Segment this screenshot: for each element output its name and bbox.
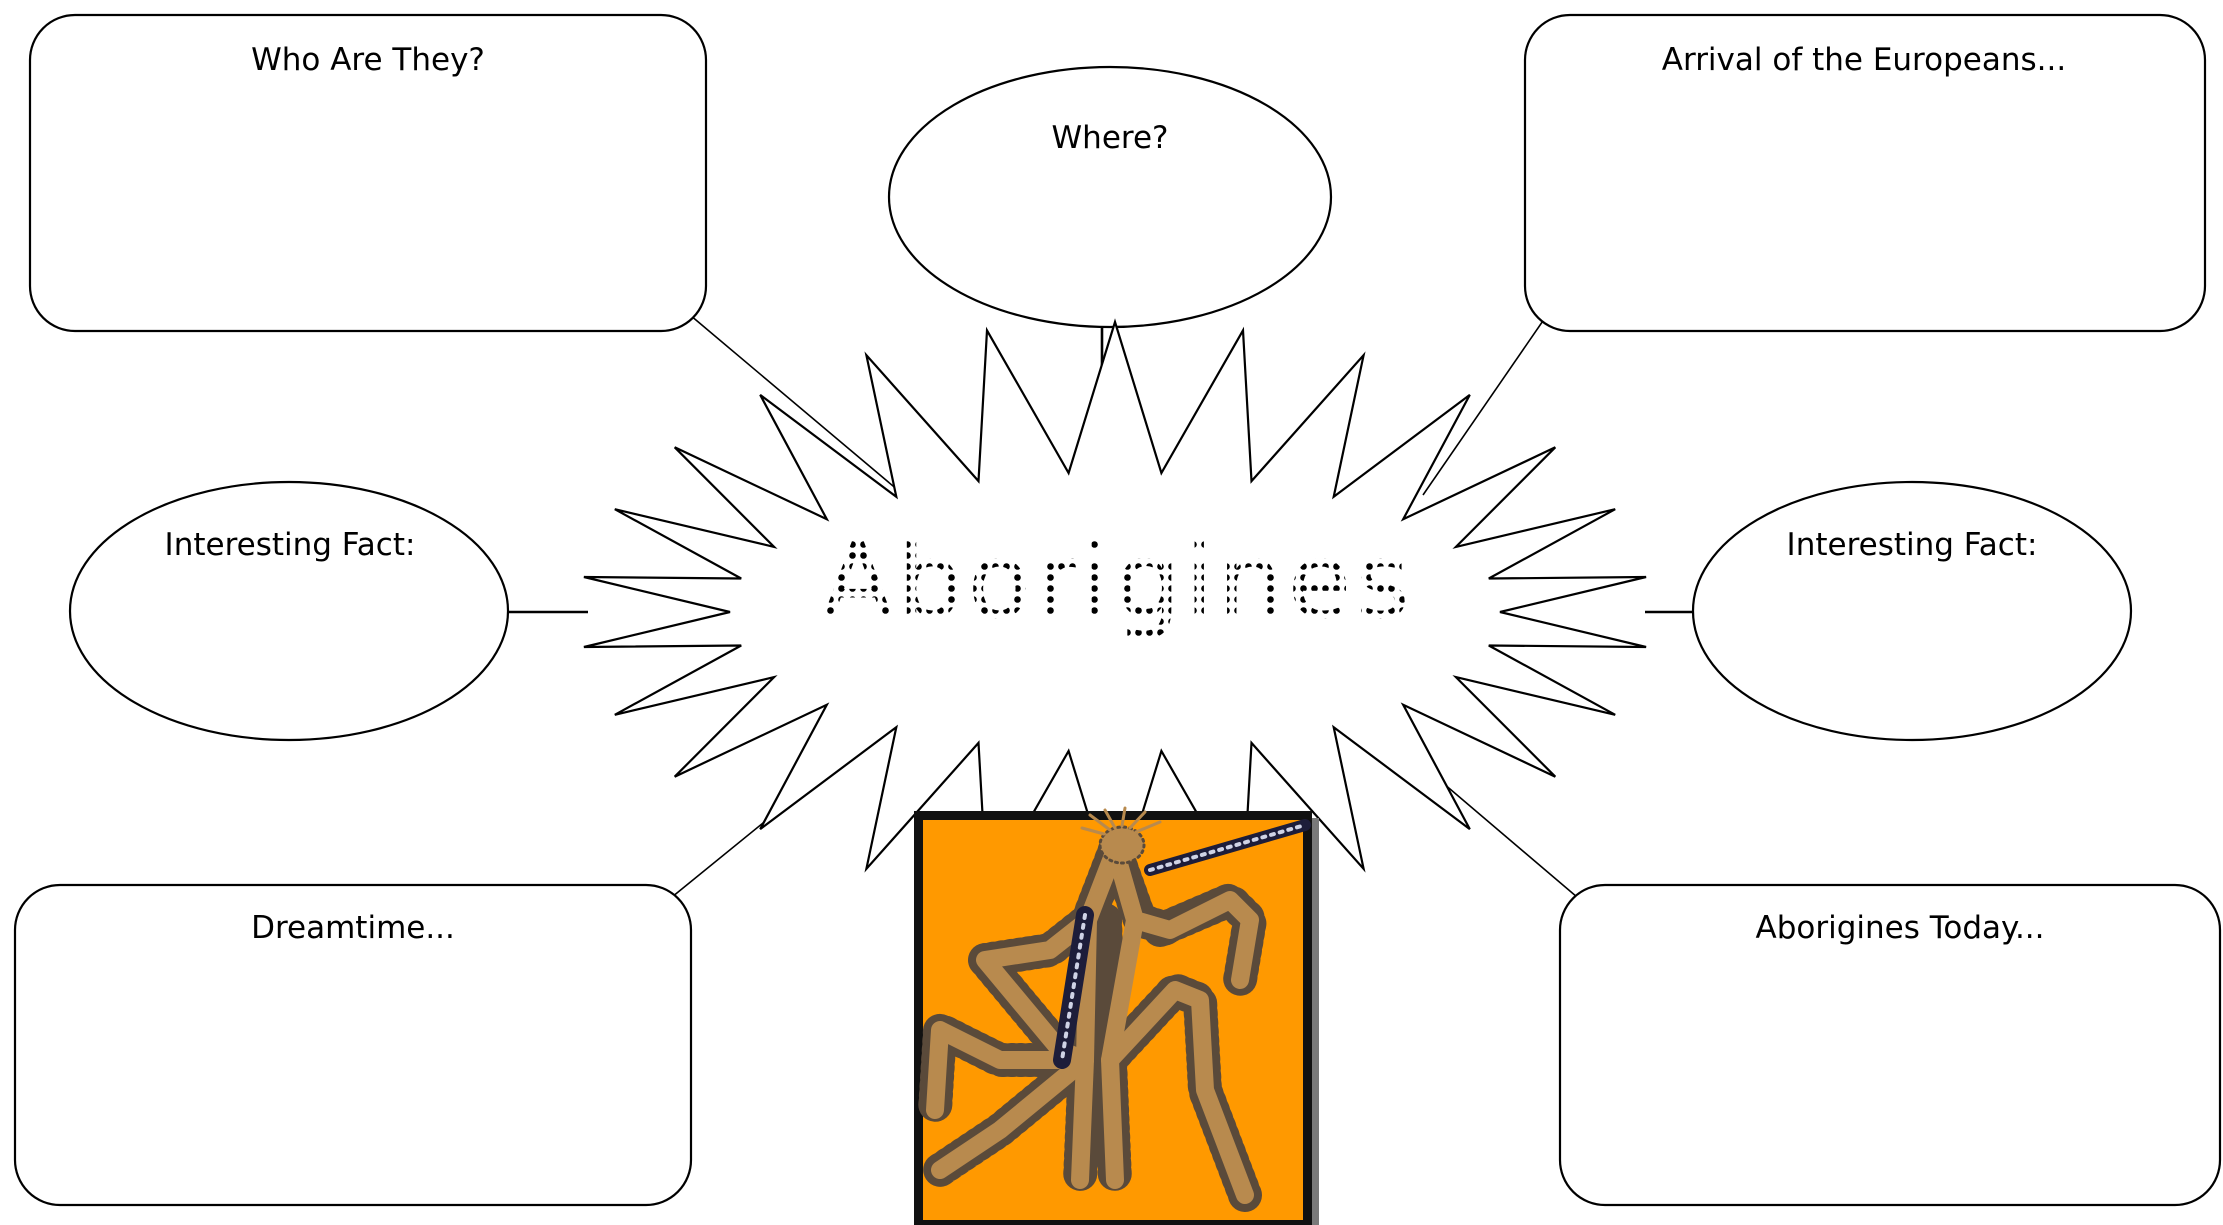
fact-right-ellipse	[1691, 480, 2133, 742]
dreamtime-box	[13, 883, 693, 1207]
connector-arrival	[1422, 314, 1548, 496]
arrival-box	[1523, 13, 2207, 333]
today-label: Aborigines Today...	[1755, 910, 2044, 946]
figure-left-leg	[926, 1021, 1094, 1119]
figure-right-arm	[1126, 891, 1259, 989]
figure-club	[1053, 906, 1094, 1069]
today-box	[1558, 883, 2222, 1207]
illustration	[914, 806, 1319, 1225]
figure-head	[1098, 825, 1146, 865]
figure-torso	[1071, 841, 1124, 1189]
where-label: Where?	[1052, 120, 1169, 156]
aboriginal-dot-art-figure	[918, 806, 1311, 1212]
connector-who	[689, 314, 913, 503]
where-ellipse	[887, 65, 1333, 329]
figure-right-leg	[1101, 981, 1254, 1204]
fact-left-ellipse	[68, 480, 510, 742]
center-title: Aborigines	[822, 520, 1413, 642]
fact-left-label: Interesting Fact:	[165, 527, 416, 563]
figure-spear	[1144, 819, 1311, 876]
dreamtime-label: Dreamtime...	[251, 910, 455, 946]
who-label: Who Are They?	[251, 42, 485, 78]
arrival-label: Arrival of the Europeans...	[1662, 42, 2066, 78]
fact-right-label: Interesting Fact:	[1787, 527, 2038, 563]
who-box	[28, 13, 708, 333]
